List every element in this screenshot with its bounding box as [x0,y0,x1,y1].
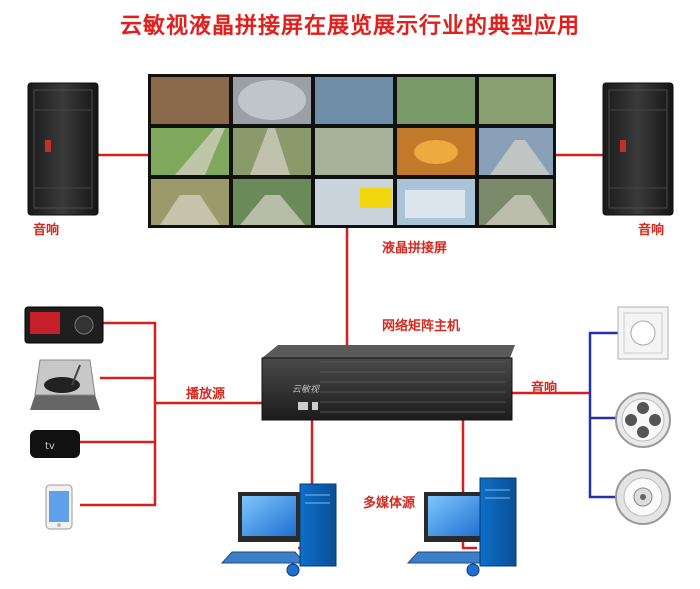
phone-device [45,484,73,530]
label-video-wall: 液晶拼接屏 [382,241,448,256]
label-matrix-host: 网络矩阵主机 [382,319,461,334]
video-wall-tiles [151,77,553,225]
line-host-to-pc-right [461,420,477,550]
pc-left [220,483,337,577]
speaker-right [602,82,674,216]
label-playback-source: 播放源 [186,387,226,402]
device-brand-mark: 云敏视 [292,385,320,395]
line-audio-bus [588,331,618,499]
diagram-title: 云敏视液晶拼接屏在展览展示行业的典型应用 [119,14,580,39]
svg-text:tv: tv [45,441,55,452]
turntable-device [30,359,100,410]
label-speaker-left: 音响 [33,223,60,238]
label-multimedia-source: 多媒体源 [363,496,416,511]
line-playback-bus [80,321,157,507]
ceiling-speaker-round [615,469,671,525]
connection-lines [80,153,618,550]
matrix-host [261,345,515,421]
ceiling-speaker-quad [615,392,671,448]
speaker-left [27,82,99,216]
video-wall [148,74,556,228]
wall-speaker-square [617,306,669,360]
label-audio-out: 音响 [531,381,558,396]
amplifier-device [24,306,104,344]
label-speaker-right: 音响 [638,223,665,238]
apple-tv-device: tv [30,430,80,458]
pc-right [406,477,517,577]
